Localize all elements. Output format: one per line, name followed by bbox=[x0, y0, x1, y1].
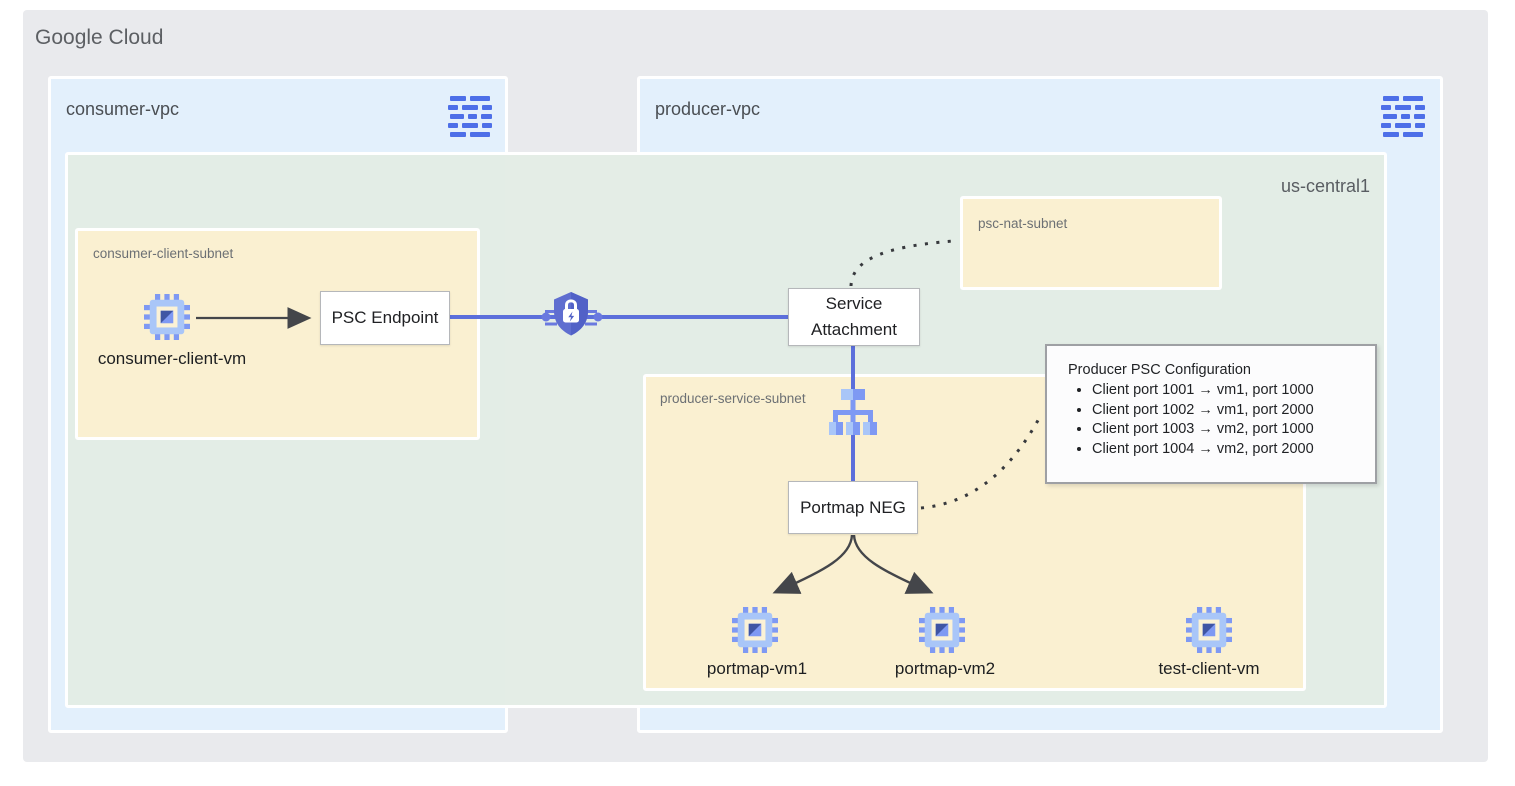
psc-nat-subnet-label: psc-nat-subnet bbox=[978, 216, 1068, 231]
test-client-vm-label: test-client-vm bbox=[1158, 659, 1260, 678]
config-item: Client port 1004 → vm2, port 2000 bbox=[1092, 440, 1367, 460]
portmap-neg-label: Portmap NEG bbox=[800, 497, 906, 517]
consumer-client-vm-label: consumer-client-vm bbox=[97, 349, 247, 368]
portmap-vm2-label: portmap-vm2 bbox=[894, 659, 996, 678]
consumer-vpc-network-icon bbox=[448, 96, 492, 137]
consumer-client-subnet-label: consumer-client-subnet bbox=[93, 246, 234, 261]
producer-vpc-network-icon bbox=[1381, 96, 1425, 137]
portmap-vm1-label: portmap-vm1 bbox=[706, 659, 808, 678]
portmap-neg-node: Portmap NEG bbox=[788, 481, 918, 534]
load-balancer-icon bbox=[829, 389, 877, 449]
producer-vpc-label: producer-vpc bbox=[655, 99, 761, 119]
consumer-client-vm-icon bbox=[144, 294, 190, 340]
portmap-vm1-icon bbox=[732, 607, 778, 653]
service-attachment-label: Service Attachment bbox=[811, 294, 897, 339]
service-attachment-node: Service Attachment bbox=[788, 288, 920, 346]
private-service-connect-shield-lock-icon bbox=[553, 291, 589, 336]
producer-psc-config-list: Client port 1001 → vm1, port 1000 Client… bbox=[1068, 381, 1367, 459]
test-client-vm-icon bbox=[1186, 607, 1232, 653]
portmap-vm2-icon bbox=[919, 607, 965, 653]
producer-psc-config-callout: Producer PSC Configuration Client port 1… bbox=[1045, 344, 1377, 484]
psc-endpoint-node: PSC Endpoint bbox=[320, 291, 450, 345]
region-label: us-central1 bbox=[1280, 176, 1370, 196]
config-item: Client port 1002 → vm1, port 2000 bbox=[1092, 401, 1367, 421]
producer-psc-config-title: Producer PSC Configuration bbox=[1068, 362, 1251, 378]
psc-nat-subnet-box bbox=[960, 196, 1222, 290]
producer-service-subnet-label: producer-service-subnet bbox=[660, 391, 806, 406]
consumer-vpc-label: consumer-vpc bbox=[66, 99, 180, 119]
config-item: Client port 1001 → vm1, port 1000 bbox=[1092, 381, 1367, 401]
google-cloud-title: Google Cloud bbox=[35, 26, 164, 49]
psc-endpoint-label: PSC Endpoint bbox=[331, 308, 439, 327]
config-item: Client port 1003 → vm2, port 1000 bbox=[1092, 420, 1367, 440]
